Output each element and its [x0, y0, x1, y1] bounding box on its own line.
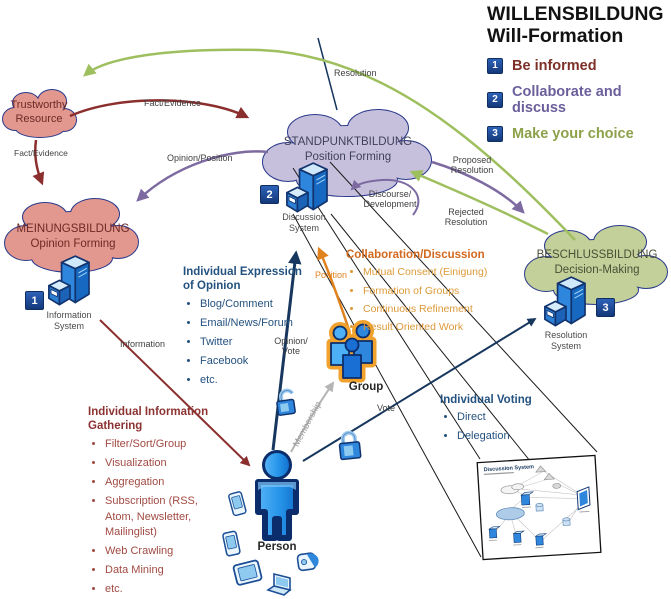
proposed-resolution-arrow: [431, 160, 525, 214]
mini-servers: [488, 491, 548, 546]
list-item: Data Mining: [105, 563, 222, 579]
opinion-position-label: Opinion/Position: [167, 153, 233, 163]
expression-of-opinion-list: Individual Expression of Opinion Blog/Co…: [183, 265, 308, 391]
list-item: Continuous Refinement: [363, 302, 498, 317]
open-lock-icon: [276, 388, 296, 416]
list-item: Twitter: [200, 335, 308, 351]
rejected-resolution-arrow: [409, 170, 549, 236]
membership-arrow: [290, 381, 335, 453]
fact-evidence-top-arrow: [69, 99, 250, 119]
legend-badge-3: 3: [487, 125, 503, 142]
list-item: Web Crawling: [105, 544, 222, 560]
closed-lock-icon: [338, 430, 362, 461]
list-item: Mutual Consent (Einigung): [363, 265, 498, 280]
phone-icon: [227, 490, 248, 517]
mini-databases: [535, 503, 571, 526]
legend-badge-1: 1: [487, 57, 503, 74]
list-item: Filter/Sort/Group: [105, 437, 222, 453]
discussion-system-detail-box: Discussion System: [476, 454, 602, 561]
group-label: Group: [348, 381, 384, 393]
list-item: Direct: [457, 410, 540, 426]
step-badge-1: 1: [25, 291, 44, 310]
discourse-development-arrow: [350, 178, 420, 216]
step-badge-2: 2: [260, 185, 279, 204]
legend-item-be-informed: 1 Be informed: [487, 57, 671, 74]
collaboration-list-items: Mutual Consent (Einigung) Formation of Gr…: [346, 265, 498, 335]
expression-list-items: Blog/CommentEmail/News/ForumTwitterFaceb…: [183, 297, 308, 389]
fact-evidence-top-label: Fact/Evidence: [144, 98, 202, 108]
information-gathering-list: Individual Information Gathering Filter/…: [88, 405, 222, 599]
list-item: etc.: [200, 373, 308, 389]
list-item: Delegation: [457, 429, 540, 445]
mini-monitor: [576, 486, 591, 511]
list-item: Facebook: [200, 354, 308, 370]
camera-phone-icon: [296, 552, 319, 572]
information-arrow-label: Information: [120, 339, 166, 349]
vote-arrow-label: Vote: [377, 403, 396, 413]
information-arrow: [99, 319, 251, 467]
legend-item-collaborate: 2 Collaborate and discuss: [487, 84, 671, 116]
list-item: Result Oriented Work: [363, 320, 498, 335]
list-item: Email/News/Forum: [200, 316, 308, 332]
gathering-list-items: Filter/Sort/GroupVisualizationAggregatio…: [88, 437, 222, 598]
laptop-icon: [266, 572, 292, 596]
resolution-arrow: [83, 48, 576, 241]
collaboration-list-title: Collaboration/Discussion: [346, 249, 485, 261]
opinion-forming-cloud: [4, 198, 139, 273]
voting-list-items: DirectDelegation: [440, 410, 540, 445]
list-item: Visualization: [105, 456, 222, 472]
voting-list-title: Individual Voting: [440, 394, 532, 406]
mini-gray-objects: [535, 465, 562, 489]
list-item: Aggregation: [105, 475, 222, 491]
expression-list-title: Individual Expression of Opinion: [183, 266, 302, 293]
list-item: Subscription (RSS, Atom, Newsletter, Mai…: [105, 494, 222, 542]
discourse-development-label: Discourse/Development: [363, 189, 417, 210]
fact-evidence-left-label: Fact/Evidence: [14, 148, 68, 158]
phone-icon: [221, 530, 242, 558]
detail-box-title: Discussion System: [483, 464, 534, 473]
collaboration-discussion-list: Collaboration/Discussion Mutual Consent …: [346, 248, 498, 338]
person-label: Person: [257, 541, 297, 553]
page-title: WILLENSBILDUNG Will-Formation: [487, 3, 664, 47]
position-arrow-label: Position: [315, 270, 348, 280]
trustworthy-resource-cloud: [2, 89, 77, 138]
individual-voting-list: Individual Voting DirectDelegation: [440, 393, 540, 448]
step-badge-3: 3: [596, 298, 615, 317]
position-arrow: [317, 246, 351, 331]
gathering-list-title: Individual Information Gathering: [88, 406, 209, 433]
tablet-icon: [232, 559, 263, 586]
list-item: Formation of Groups: [363, 284, 498, 299]
person-icon: [255, 450, 299, 541]
fact-evidence-left-arrow: [32, 139, 45, 186]
opinion-vote-label: Opinion/Vote: [274, 336, 308, 357]
group-icon: [326, 320, 377, 383]
resolution-arrow-label: Resolution: [334, 68, 377, 78]
top-connector-line: [317, 37, 338, 111]
opinion-vote-arrow: [271, 250, 302, 451]
legend-badge-2: 2: [487, 91, 503, 108]
legend-item-choice: 3 Make your choice: [487, 125, 671, 142]
list-item: Blog/Comment: [200, 297, 308, 313]
title-block: WILLENSBILDUNG Will-Formation 1 Be infor…: [487, 3, 671, 142]
list-item: etc.: [105, 582, 222, 598]
opinion-position-arrow: [136, 150, 269, 202]
